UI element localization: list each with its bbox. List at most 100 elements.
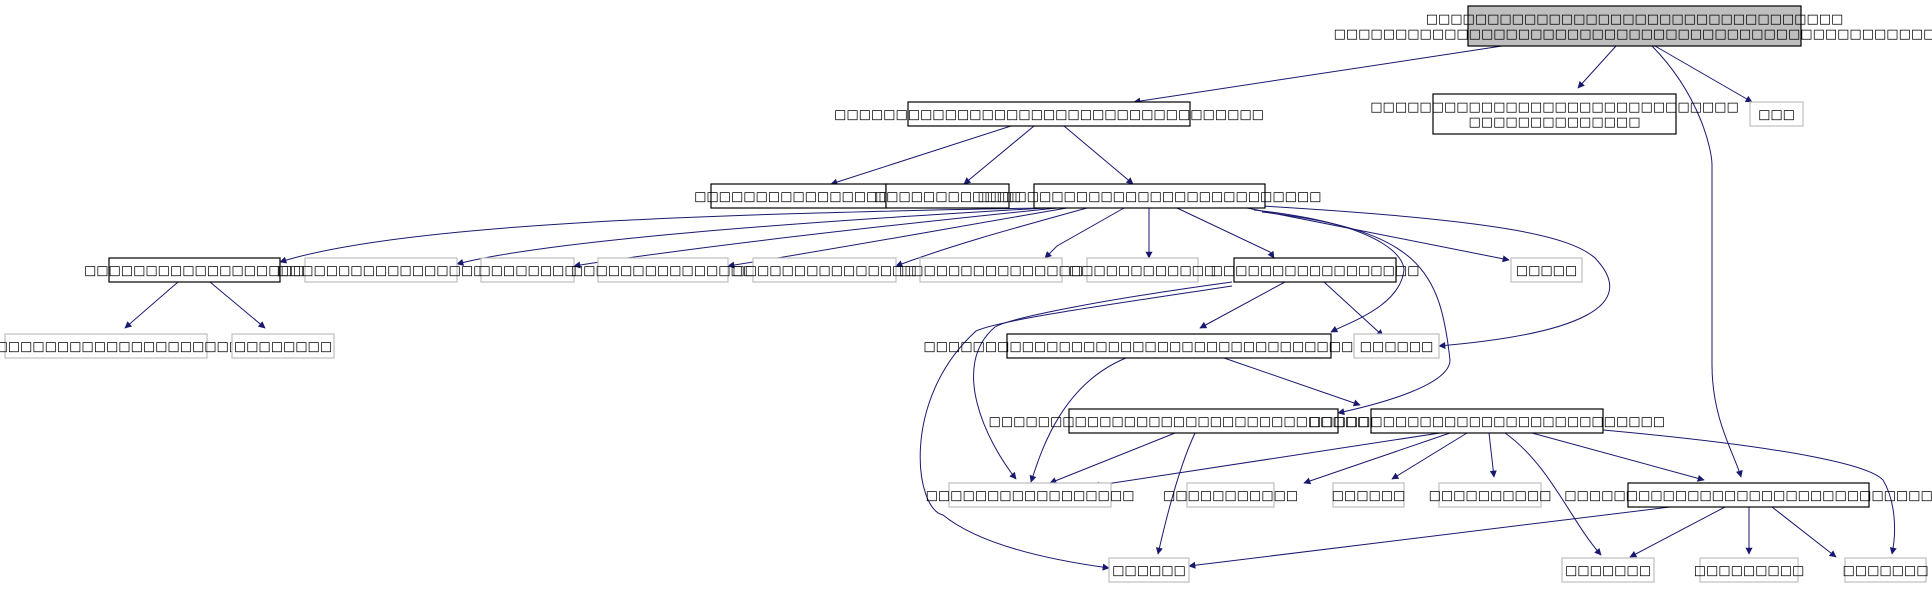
edge-arrow bbox=[1223, 357, 1361, 407]
node-label: □□□□□□□□□□□□□□□ bbox=[571, 264, 755, 279]
node-label: □□□□□□□□□□□□□□□□□ bbox=[1211, 264, 1420, 279]
edge-arrow bbox=[1044, 207, 1125, 259]
edge-arrow bbox=[1391, 432, 1468, 480]
graph-node-n-w[interactable]: □□□□□□□□□□□ bbox=[1163, 482, 1298, 508]
graph-node-n-v[interactable]: □□□□□□□□□□□□□□□□□ bbox=[926, 482, 1135, 508]
graph-node-n-dd[interactable]: □□□□□□□ bbox=[1843, 557, 1929, 583]
edge-arrow bbox=[124, 281, 179, 329]
edge-arrow bbox=[1063, 125, 1134, 185]
edge-arrow bbox=[919, 285, 1233, 571]
node-label: □□□□□□□□□□□□□□□ bbox=[732, 264, 916, 279]
node-box bbox=[1353, 333, 1440, 359]
graph-node-n-s[interactable]: □□□□□□ bbox=[1353, 333, 1440, 359]
edge-arrow bbox=[1253, 209, 1405, 333]
graph-node-n-m[interactable]: □□□□□□□□□□□□ bbox=[1069, 257, 1216, 283]
node-box bbox=[1699, 557, 1799, 583]
nodes: □□□□□□□□□□□□□□□□□□□□□□□□□□□□□□□□□□□□□□□□… bbox=[0, 5, 1932, 583]
node-box bbox=[1438, 482, 1542, 508]
node-label: □□□□□□□□□□□□□□□□□ bbox=[694, 190, 903, 205]
node-label: □□□□□□□□□□□□□□□□□□□□□□□□□□□□□ bbox=[1309, 415, 1665, 430]
graph-node-n-c[interactable]: □□□ bbox=[1749, 101, 1804, 127]
graph-node-n-l[interactable]: □□□□□□□□□□□□□□□ bbox=[899, 257, 1083, 283]
node-label: □□□□□□□□□□□□ bbox=[874, 190, 1021, 205]
edge-arrow bbox=[1261, 205, 1611, 349]
node-label: □□□□□□□□□□□□□□□□□□□□□□□□□□□□□□□□□□ bbox=[1426, 12, 1844, 27]
graph-node-n-cc[interactable]: □□□□□□□□□ bbox=[1694, 557, 1805, 583]
edge-arrow bbox=[1246, 207, 1510, 263]
node-box bbox=[1627, 482, 1870, 508]
node-box bbox=[919, 257, 1063, 283]
edge-arrow bbox=[1092, 432, 1441, 489]
graph-node-root[interactable]: □□□□□□□□□□□□□□□□□□□□□□□□□□□□□□□□□□□□□□□□… bbox=[1334, 5, 1932, 47]
node-label: □□□□□□ bbox=[1360, 340, 1434, 355]
graph-node-n-f[interactable]: □□□□□□□□□□□□□□□□□□□□□□□□□□□□ bbox=[978, 183, 1322, 209]
node-box bbox=[1749, 101, 1804, 127]
graph-node-n-o[interactable]: □□□□□ bbox=[1510, 257, 1583, 283]
edge-arrow bbox=[1155, 432, 1196, 555]
graph-node-n-r[interactable]: □□□□□□□□□□□□□□□□□□□□□□□□□□□□□□□□□□□□□□□□ bbox=[923, 333, 1415, 359]
node-box bbox=[1086, 257, 1199, 283]
graph-node-n-j[interactable]: □□□□□□□□□□□□□□□ bbox=[571, 257, 755, 283]
graph-node-n-d[interactable]: □□□□□□□□□□□□□□□□□ bbox=[694, 183, 903, 209]
node-box bbox=[885, 183, 1010, 209]
node-box bbox=[1467, 5, 1802, 47]
edge-arrow bbox=[1488, 432, 1497, 478]
edge-arrow bbox=[1602, 429, 1897, 555]
graph-node-n-aa[interactable]: □□□□□□ bbox=[1108, 557, 1190, 583]
node-label: □□□□□□□□□□□□□□ bbox=[1469, 115, 1641, 130]
node-box bbox=[907, 101, 1191, 127]
edge-arrow bbox=[1199, 281, 1286, 329]
edge-arrow bbox=[1029, 357, 1127, 483]
node-label: □□□□□□□□ bbox=[234, 340, 332, 355]
edge-arrow bbox=[279, 207, 1041, 264]
node-box bbox=[597, 257, 729, 283]
graph-node-n-e[interactable]: □□□□□□□□□□□□ bbox=[874, 183, 1021, 209]
graph-node-n-k[interactable]: □□□□□□□□□□□□□□□ bbox=[732, 257, 917, 283]
node-box bbox=[1432, 93, 1677, 135]
node-box bbox=[752, 257, 897, 283]
node-box bbox=[1108, 557, 1190, 583]
edge-arrow bbox=[1654, 45, 1753, 103]
edge-arrow bbox=[1176, 207, 1275, 259]
node-box bbox=[1561, 557, 1655, 583]
graph-node-n-g[interactable]: □□□□□□□□□□□□□□□□□□ bbox=[84, 257, 305, 283]
node-box bbox=[4, 333, 208, 359]
node-box bbox=[710, 183, 887, 209]
node-box bbox=[304, 257, 458, 283]
node-label: □□□□□□□□□□□□□□□□□□□□□□□□□□□□□□ bbox=[1564, 489, 1932, 504]
node-label: □□□□□□□□□□□ bbox=[1163, 489, 1298, 504]
graph-node-n-y[interactable]: □□□□□□□□□□ bbox=[1429, 482, 1552, 508]
node-box bbox=[1006, 333, 1332, 359]
node-label: □□□□□□□□□□□□□□□□□□□□□□□□□□□□□□□□□□□ bbox=[834, 108, 1264, 123]
graph-node-n-bb[interactable]: □□□□□□□ bbox=[1561, 557, 1655, 583]
edge-arrow bbox=[456, 207, 1047, 266]
graph-node-n-t[interactable]: □□□□□□□□□□□□□□□□□□□□□□□□□□□□□□□□□□□ bbox=[989, 408, 1419, 434]
node-label: □□□ bbox=[1758, 108, 1795, 123]
graph-node-n-b[interactable]: □□□□□□□□□□□□□□□□□□□□□□□□□□□□□□□□□□□□□□□□… bbox=[1370, 93, 1739, 135]
graph-node-n-p[interactable]: □□□□□□□□□□□□□□□□□□□□□□ bbox=[0, 333, 241, 359]
edge-arrow bbox=[1323, 281, 1384, 337]
graph-node-n-z[interactable]: □□□□□□□□□□□□□□□□□□□□□□□□□□□□□□ bbox=[1564, 482, 1932, 508]
edge-arrow bbox=[1771, 506, 1837, 558]
node-box bbox=[948, 482, 1112, 508]
graph-node-n-q[interactable]: □□□□□□□□ bbox=[231, 333, 335, 359]
node-box bbox=[1233, 257, 1397, 283]
edge-arrow bbox=[830, 125, 1012, 186]
node-box bbox=[108, 257, 281, 283]
node-label: □□□□□ bbox=[1516, 264, 1577, 279]
graph-node-n-a[interactable]: □□□□□□□□□□□□□□□□□□□□□□□□□□□□□□□□□□□ bbox=[834, 101, 1264, 127]
edge-arrow bbox=[1049, 432, 1176, 484]
node-box bbox=[1370, 408, 1604, 434]
graph-node-n-h[interactable]: □□□□□□□□□□□□□□□□□ bbox=[277, 257, 486, 283]
graph-node-n-u[interactable]: □□□□□□□□□□□□□□□□□□□□□□□□□□□□□ bbox=[1309, 408, 1665, 434]
graph-node-n-n[interactable]: □□□□□□□□□□□□□□□□□ bbox=[1211, 257, 1420, 283]
graph-node-n-i[interactable]: □□□□□□□□ bbox=[478, 257, 577, 283]
edge-arrow bbox=[1504, 432, 1602, 556]
node-box bbox=[1510, 257, 1583, 283]
node-label: □□□□□□□□□□□□□□□□□ bbox=[926, 489, 1135, 504]
node-label: □□□□□□□□□□□□□□□□□□□□□□□□□□□□□□□□□□□□□□□□ bbox=[923, 340, 1414, 355]
graph-node-n-x[interactable]: □□□□□□ bbox=[1332, 482, 1406, 508]
node-label: □□□□□□□□□□□□□□□□□□□□□□ bbox=[0, 340, 241, 355]
edge-arrow bbox=[1188, 506, 1671, 569]
node-label: □□□□□□□□□□ bbox=[1429, 489, 1552, 504]
